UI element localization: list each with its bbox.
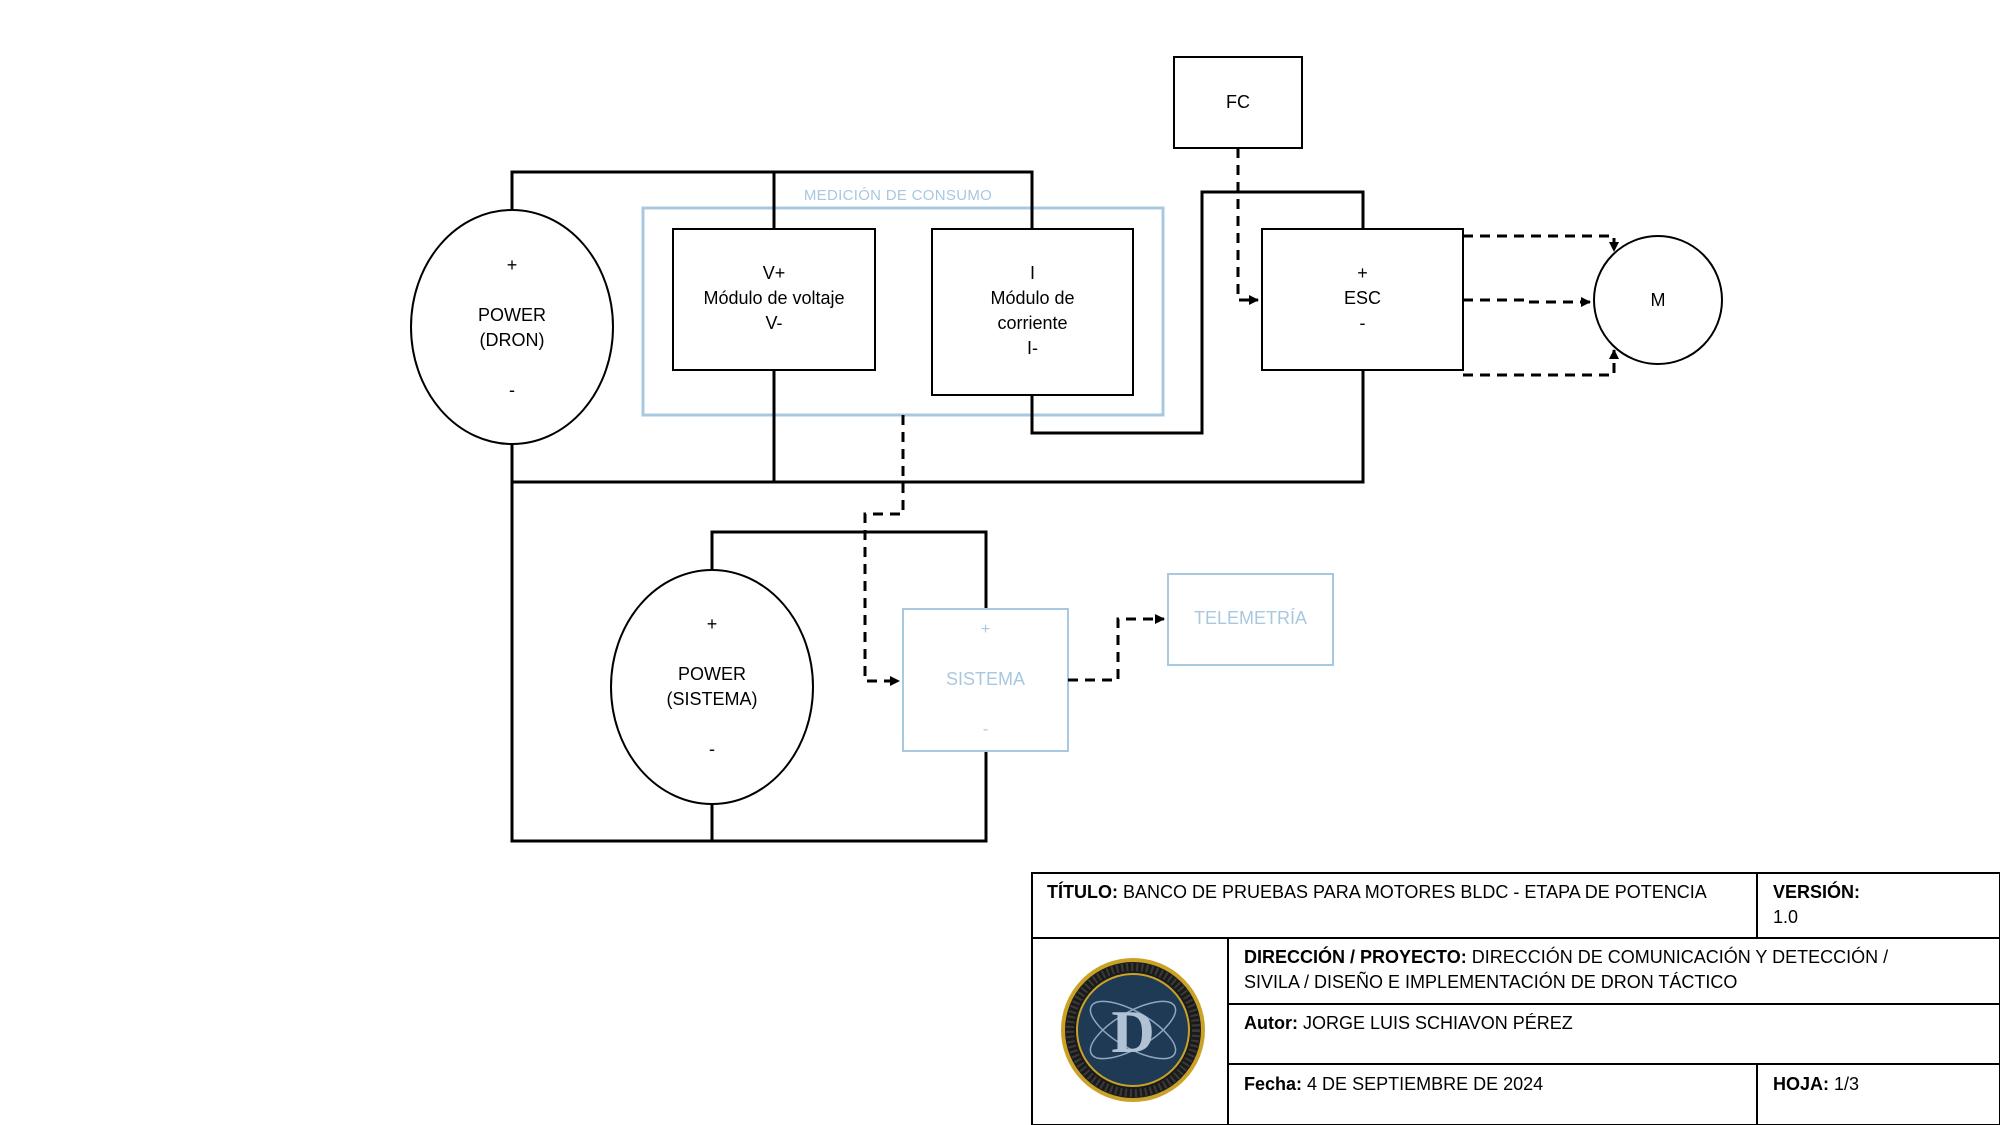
measurement-group-label: MEDICIÓN DE CONSUMO xyxy=(803,187,993,204)
voltage-module-box xyxy=(672,228,876,371)
autor-value: JORGE LUIS SCHIAVON PÉREZ xyxy=(1303,1013,1573,1033)
hoja-key: HOJA: xyxy=(1773,1074,1830,1094)
voltage-module-labels: V+ Módulo de voltaje V- xyxy=(673,261,875,336)
direccion-cell: DIRECCIÓN / PROYECTO: DIRECCIÓN DE COMUN… xyxy=(1244,945,1994,995)
fecha-value: 4 DE SEPTIEMBRE DE 2024 xyxy=(1307,1074,1544,1094)
fc-box xyxy=(1173,56,1303,149)
telemetria-label: TELEMETRÍA xyxy=(1193,608,1308,628)
power-sistema-source xyxy=(610,569,814,805)
power-sistema-minus: - xyxy=(709,739,715,759)
titulo-cell: TÍTULO: BANCO DE PRUEBAS PARA MOTORES BL… xyxy=(1047,880,1752,905)
unidad-emblem-icon: D xyxy=(1061,958,1205,1102)
esc-name: ESC xyxy=(1343,288,1381,308)
esc-minus: - xyxy=(1359,313,1366,333)
motor-label: M xyxy=(1650,290,1666,310)
power-sistema-plus: + xyxy=(706,614,718,634)
sistema-minus: - xyxy=(982,721,989,738)
sistema-name: SISTEMA xyxy=(945,669,1025,689)
system-wiring xyxy=(510,482,988,843)
power-dron-labels: + POWER (DRON) - xyxy=(432,253,592,403)
direccion-value-2: SIVILA / DISEÑO E IMPLEMENTACIÓN DE DRON… xyxy=(1244,972,1738,992)
autor-key: Autor: xyxy=(1244,1013,1298,1033)
version-value: 1.0 xyxy=(1773,907,1799,927)
measurement-to-sistema xyxy=(863,415,905,686)
hoja-value: 1/3 xyxy=(1834,1074,1860,1094)
fecha-key: Fecha: xyxy=(1244,1074,1303,1094)
power-sistema-name-2: (SISTEMA) xyxy=(666,689,758,709)
esc-plus: + xyxy=(1357,263,1368,283)
titulo-key: TÍTULO: xyxy=(1047,882,1118,902)
hoja-cell: HOJA: 1/3 xyxy=(1773,1072,1993,1097)
version-key: VERSIÓN: xyxy=(1773,882,1861,902)
power-wiring xyxy=(510,170,1365,484)
autor-cell: Autor: JORGE LUIS SCHIAVON PÉREZ xyxy=(1244,1011,1994,1036)
fecha-cell: Fecha: 4 DE SEPTIEMBRE DE 2024 xyxy=(1244,1072,1749,1097)
telemetria-box xyxy=(1167,573,1334,666)
current-module-labels: I Módulo de corriente I- xyxy=(932,261,1133,361)
voltage-module-name: Módulo de voltaje xyxy=(703,288,845,308)
title-block-grid xyxy=(1031,872,2000,1125)
fc-label: FC xyxy=(1226,92,1250,112)
svg-text:D: D xyxy=(1111,999,1154,1065)
esc-to-motor-bottom xyxy=(1463,349,1619,377)
power-sistema-name: POWER xyxy=(677,664,746,684)
sistema-plus: + xyxy=(980,621,991,638)
esc-to-motor-top xyxy=(1463,234,1619,252)
current-module-name-2: corriente xyxy=(997,313,1068,333)
power-dron-name-2: (DRON) xyxy=(479,330,545,350)
current-module-box xyxy=(931,228,1134,396)
power-dron-minus: - xyxy=(509,380,515,400)
current-i: I xyxy=(1029,263,1035,283)
fc-to-esc-signal xyxy=(1236,148,1259,305)
power-dron-source xyxy=(410,209,614,445)
sistema-to-telemetria xyxy=(1068,614,1165,682)
power-dron-plus: + xyxy=(506,255,518,275)
power-sistema-labels: + POWER (SISTEMA) - xyxy=(632,612,792,762)
esc-to-motor-mid xyxy=(1463,297,1591,307)
voltage-plus: V+ xyxy=(762,263,786,283)
esc-labels: + ESC - xyxy=(1262,261,1463,336)
sistema-box xyxy=(902,608,1069,752)
motor-circle xyxy=(1593,235,1723,365)
current-module-name: Módulo de xyxy=(990,288,1075,308)
signal-lines xyxy=(863,148,1619,686)
power-dron-name: POWER xyxy=(477,305,546,325)
current-minus: I- xyxy=(1027,338,1038,358)
titulo-value: BANCO DE PRUEBAS PARA MOTORES BLDC - ETA… xyxy=(1123,882,1707,902)
esc-box xyxy=(1261,228,1464,371)
voltage-minus: V- xyxy=(765,313,783,333)
direccion-key: DIRECCIÓN / PROYECTO: xyxy=(1244,947,1467,967)
version-cell: VERSIÓN: 1.0 xyxy=(1773,880,1993,930)
direccion-value: DIRECCIÓN DE COMUNICACIÓN Y DETECCIÓN / xyxy=(1471,947,1889,967)
